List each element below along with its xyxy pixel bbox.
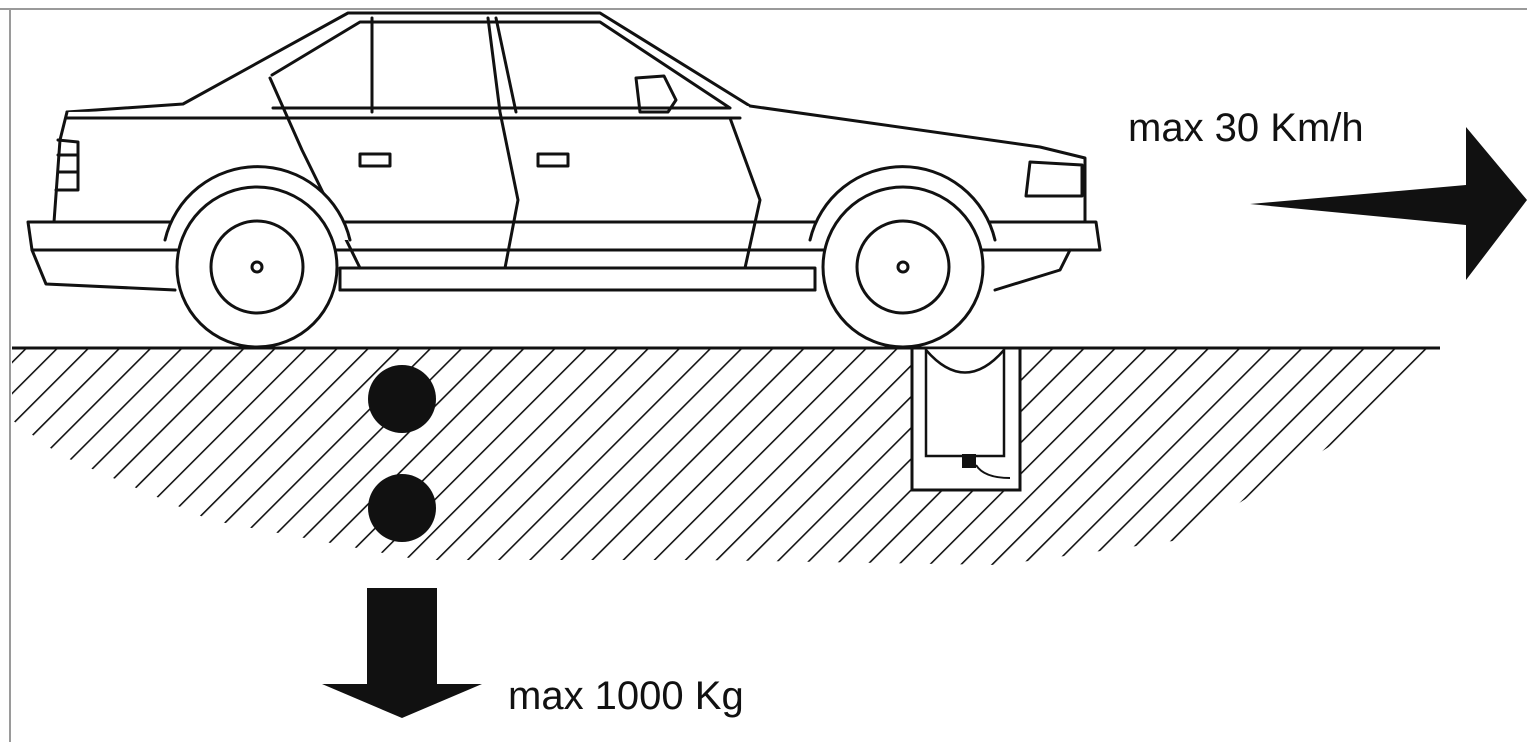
detector-dot-lower xyxy=(368,474,436,542)
ground-hatching xyxy=(12,348,1438,565)
arrow-right-icon xyxy=(1250,127,1527,280)
sensor-pit xyxy=(910,346,1022,492)
speed-limit-label: max 30 Km/h xyxy=(1128,106,1364,150)
load-limit-label: max 1000 Kg xyxy=(508,674,744,718)
front-wheel xyxy=(821,185,985,349)
arrow-down-icon xyxy=(322,588,482,718)
detector-dot-upper xyxy=(368,365,436,433)
rear-wheel xyxy=(175,185,339,349)
image-frame xyxy=(0,8,1527,742)
